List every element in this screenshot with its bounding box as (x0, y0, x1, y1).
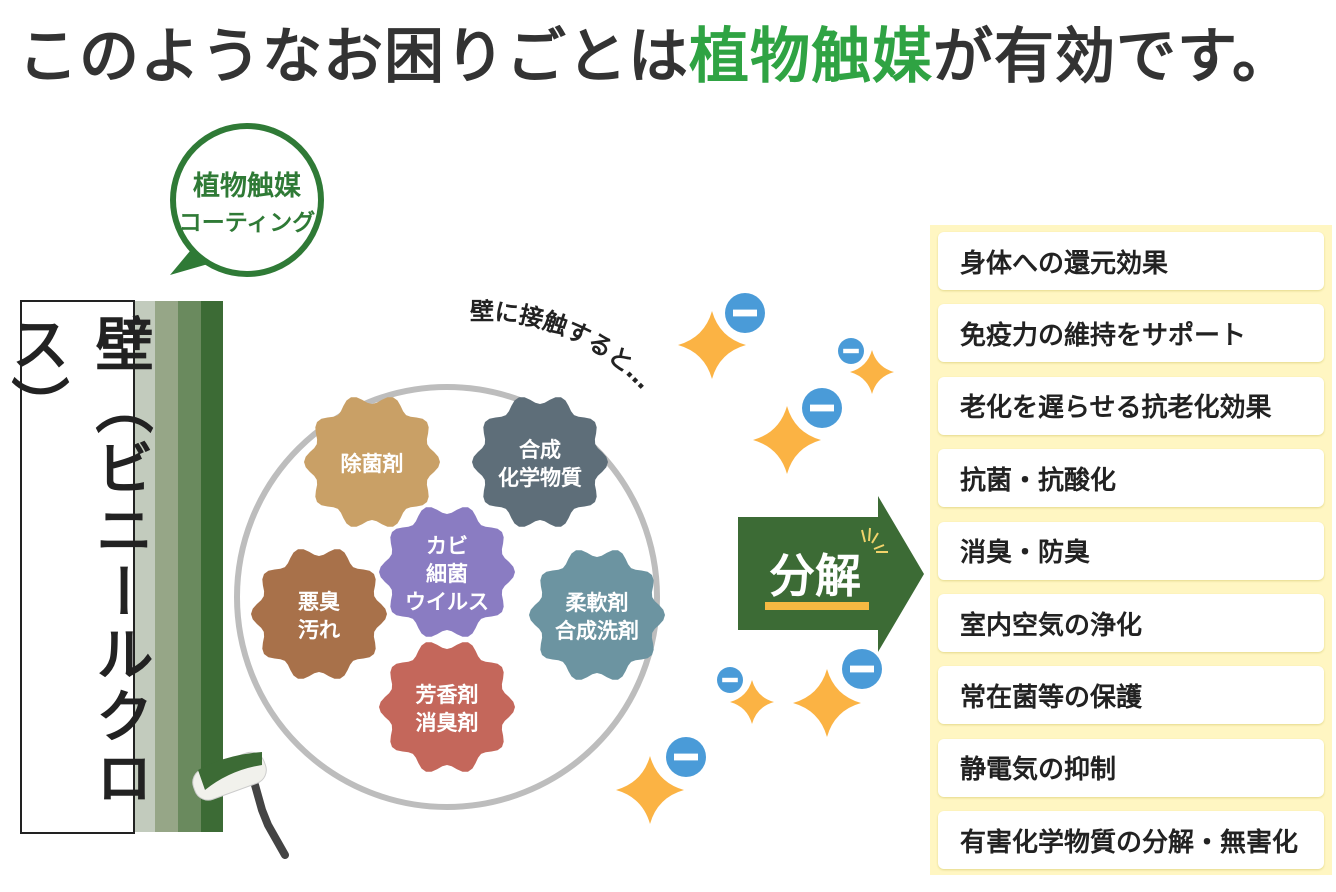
minus-sign-icon (722, 677, 738, 683)
decompose-arrow: 分解 (738, 496, 924, 652)
gear-label: 化学物質 (498, 466, 582, 490)
minus-sign-icon (674, 753, 698, 761)
effect-item: 常在菌等の保護 (938, 666, 1324, 725)
gear-label: 汚れ (298, 618, 340, 642)
gear-label: 芳香剤 (416, 683, 479, 707)
bubble-line2: コーティング (179, 209, 316, 236)
effects-panel: 身体への還元効果免疫力の維持をサポート老化を遅らせる抗老化効果抗菌・抗酸化消臭・… (930, 225, 1332, 875)
effect-item: 静電気の抑制 (938, 738, 1324, 797)
sparkle-icon (753, 406, 821, 474)
minus-sign-icon (843, 348, 859, 354)
effect-item: 消臭・防臭 (938, 521, 1324, 580)
gear-shape (379, 642, 515, 772)
paint-roller-icon (192, 751, 289, 859)
sparkle-icon (850, 350, 894, 394)
arrow-label: 分解 (769, 549, 861, 603)
gear-shape (379, 507, 515, 637)
effect-item: 身体への還元効果 (938, 232, 1324, 290)
gear-label: 合成 (519, 438, 561, 462)
title-prefix: このようなお困りごとは (18, 22, 689, 92)
gear-label: 消臭剤 (416, 711, 479, 735)
bubble-line1: 植物触媒 (193, 170, 302, 202)
effect-item: 抗菌・抗酸化 (938, 449, 1324, 508)
wall-coating-layers (133, 301, 223, 832)
effect-item: 室内空気の浄化 (938, 594, 1324, 652)
page-title: このようなお困りごとは植物触媒が有効です。 (18, 8, 1293, 95)
arc-caption-text: 壁に接触すると… (470, 298, 658, 395)
gear-shape (472, 397, 608, 527)
gear-label: カビ (426, 534, 468, 558)
gear-shape (304, 397, 440, 527)
speech-bubble: 植物触媒 コーティング (170, 123, 324, 277)
gear-label: ウイルス (405, 590, 489, 614)
sparkles-group (616, 293, 894, 824)
minus-sign-icon (810, 404, 834, 412)
sparkle-icon (678, 311, 746, 379)
sparkle-icon (793, 669, 861, 737)
effect-item: 老化を遅らせる抗老化効果 (938, 376, 1324, 435)
gear-label: 悪臭 (298, 590, 340, 614)
gear-shape (251, 549, 387, 679)
sparkle-icon (616, 756, 684, 824)
gear-label: 柔軟剤 (566, 591, 629, 615)
minus-sign-icon (733, 309, 757, 317)
title-suffix: が有効です。 (933, 22, 1293, 92)
effect-item: 免疫力の維持をサポート (938, 304, 1324, 363)
gear-label: 細菌 (426, 562, 468, 586)
arc-caption: 壁に接触すると… (470, 298, 658, 395)
wall-label-text: 壁（ビニールクロス） (1, 314, 154, 810)
gear-label: 除菌剤 (341, 452, 404, 476)
gear-badge: 除菌剤 (304, 397, 440, 527)
minus-sign-icon (850, 665, 874, 673)
contact-circle (234, 384, 660, 810)
sparkle-icon (730, 680, 774, 724)
title-highlight: 植物触媒 (689, 22, 933, 92)
wall-label: 壁（ビニールクロス） (2, 300, 154, 834)
gear-shape (529, 550, 665, 680)
gear-label: 合成洗剤 (555, 619, 639, 643)
effect-item: 有害化学物質の分解・無害化 (938, 811, 1324, 870)
